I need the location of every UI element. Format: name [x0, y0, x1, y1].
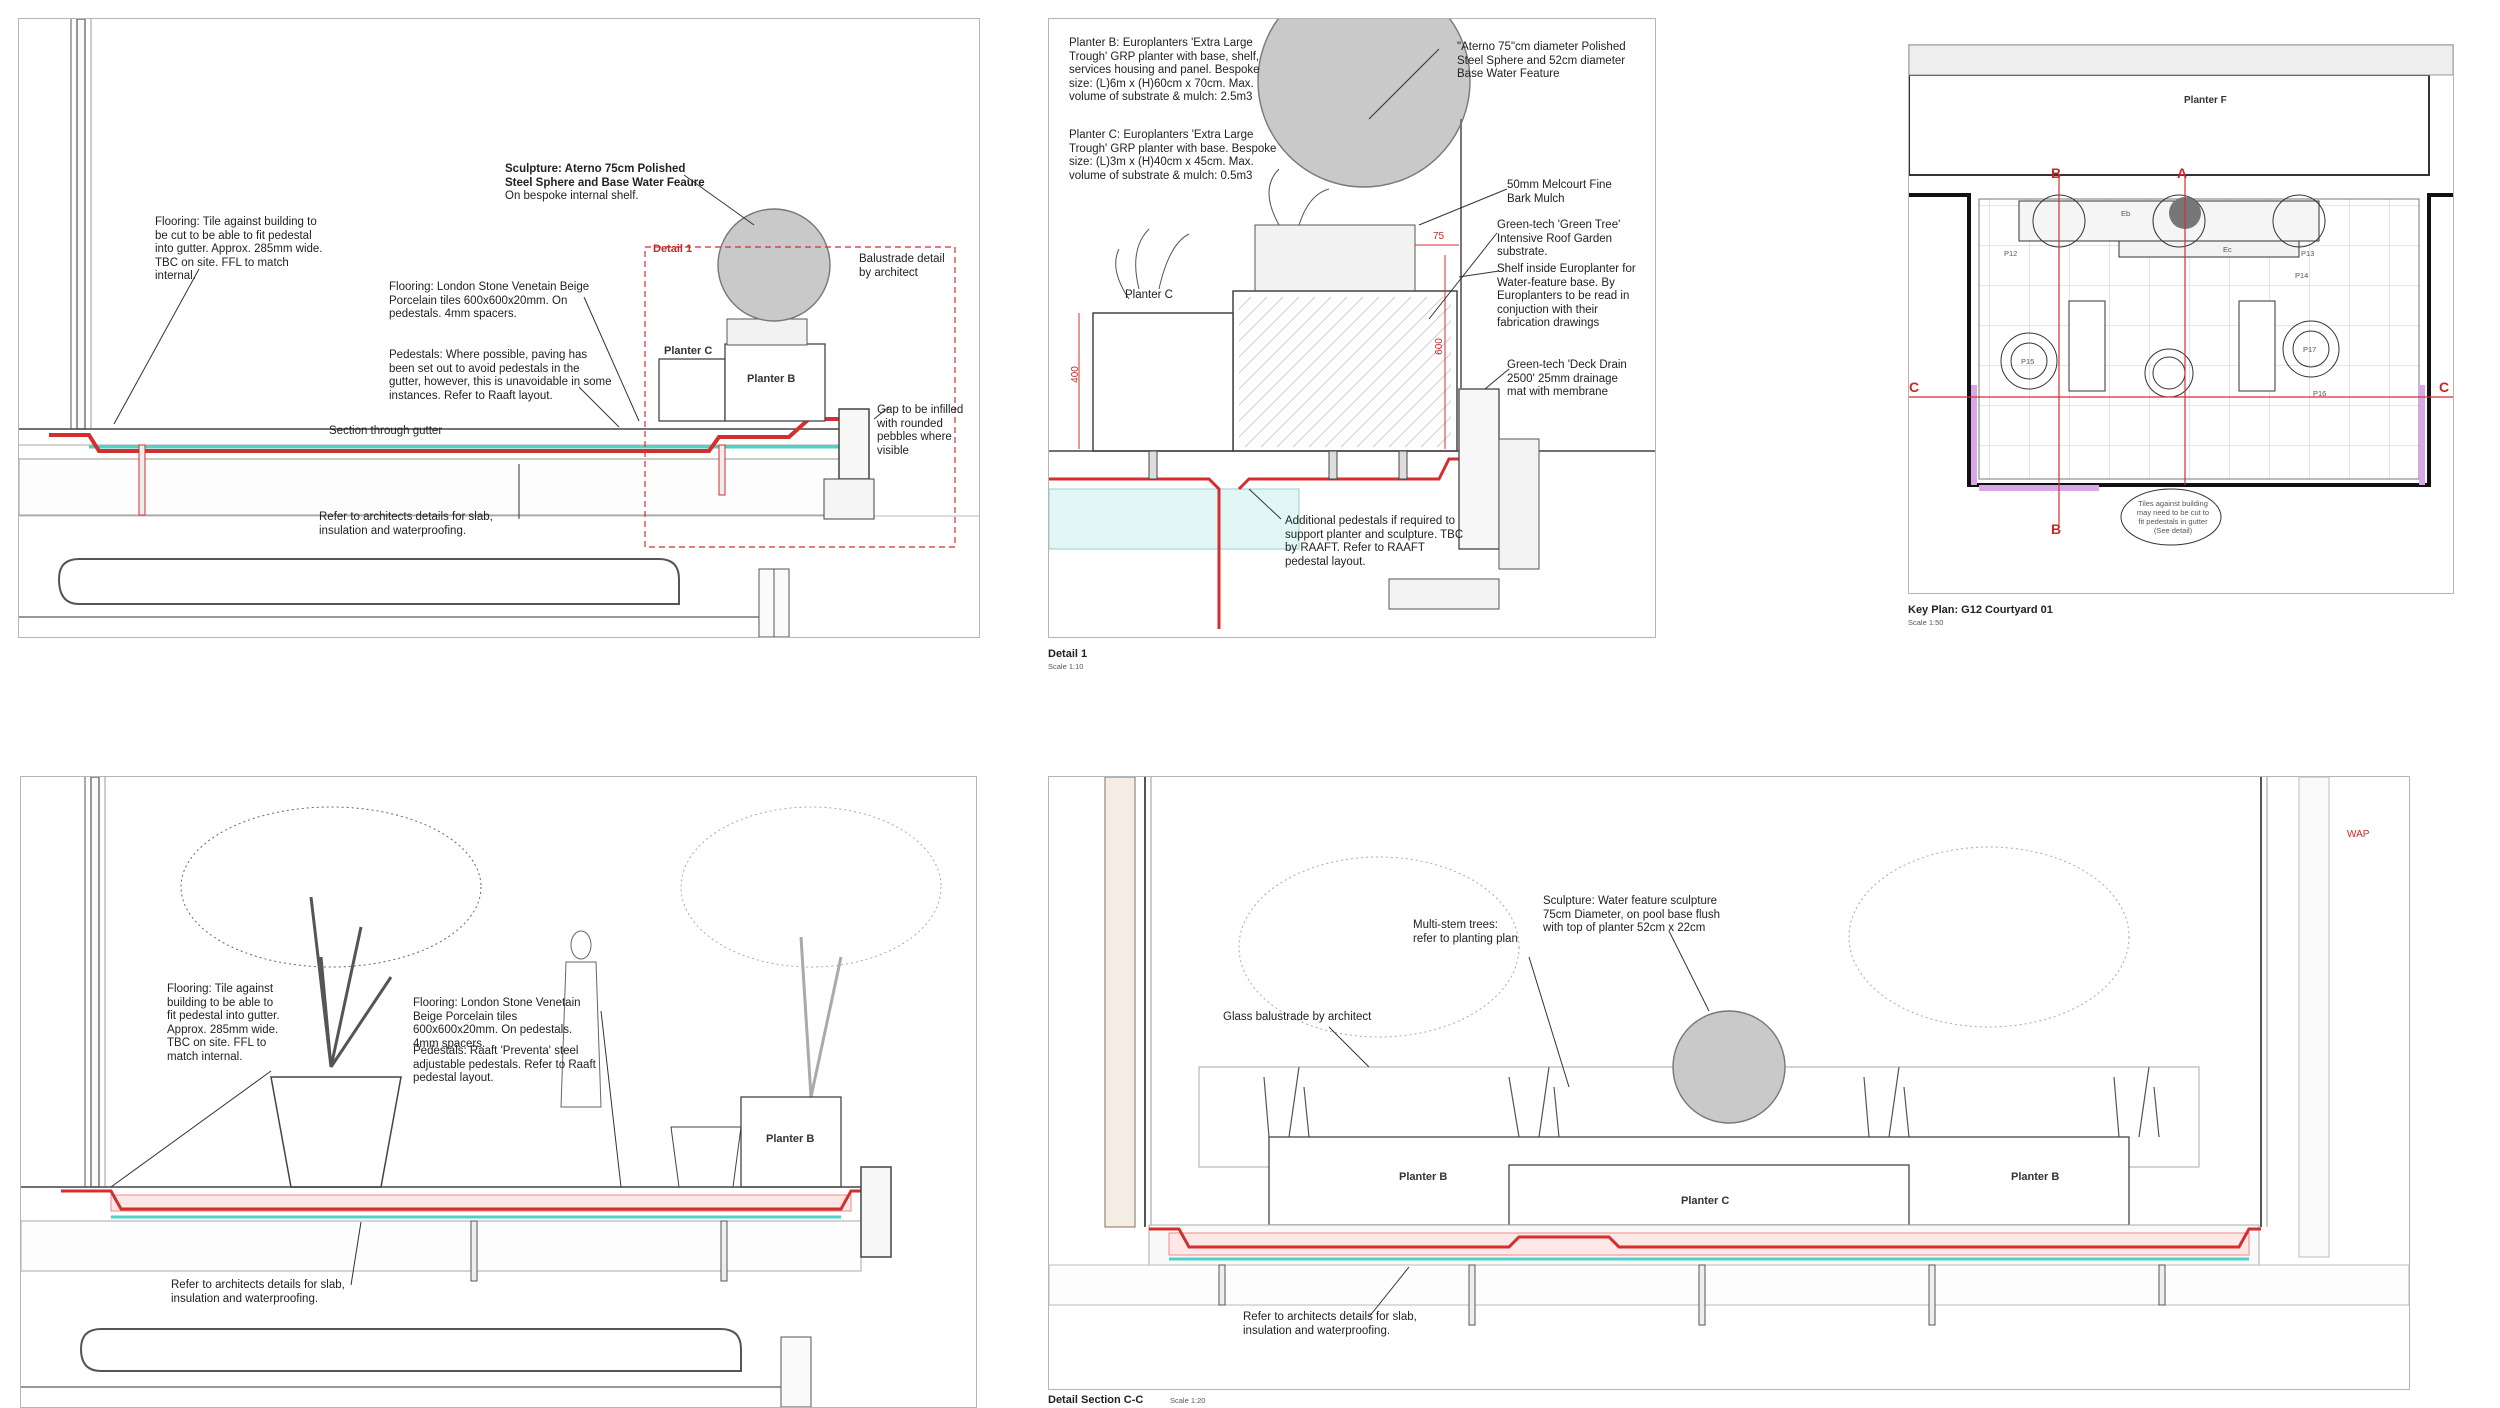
- flooring-london-note: Flooring: London Stone Venetain Beige Po…: [389, 281, 590, 320]
- bl-pedestals-note: Pedestals: Raaft 'Preventa' steel adjust…: [413, 1045, 596, 1084]
- section-cc-drawing: [1049, 777, 2409, 1326]
- cc-glass-note: Glass balustrade by architect: [1223, 1011, 1372, 1023]
- planter-b-label: Planter B: [747, 373, 796, 385]
- section-bottom-drawing: [21, 777, 942, 1407]
- mulch-note: 50mm Melcourt Fine Bark Mulch: [1507, 179, 1612, 205]
- shelf-note: Shelf inside Europlanter for Water-featu…: [1497, 263, 1636, 329]
- detail-planter-c-label: Planter C: [1125, 289, 1173, 301]
- dim-400: 400: [1069, 366, 1081, 383]
- cc-scale: Scale 1:20: [1170, 1396, 1206, 1405]
- bl-planter-b-label: Planter B: [766, 1133, 815, 1145]
- section-bottom-left-panel: Flooring: Tile against building to be ab…: [20, 776, 977, 1408]
- detail-1-title: Detail 1: [1048, 648, 1088, 660]
- aterno-note: "Aterno 75"cm diameter Polished Steel Sp…: [1457, 41, 1626, 80]
- tag-p12: P12: [2004, 249, 2018, 258]
- tag-p15: P15: [2021, 357, 2035, 366]
- dim-75: 75: [1433, 231, 1445, 242]
- refer-note: Refer to architects details for slab, in…: [319, 511, 493, 537]
- section-b-marker-top: B: [2051, 165, 2062, 181]
- planter-f-label: Planter F: [2184, 95, 2227, 106]
- cc-trees-note: Multi-stem trees: refer to planting plan: [1413, 919, 1518, 945]
- detail-1-drawing: [1049, 19, 1655, 629]
- tag-p16: P16: [2313, 389, 2327, 398]
- key-plan-title: Key Plan: G12 Courtyard 01: [1908, 604, 2053, 616]
- deck-drain-note: Green-tech 'Deck Drain 2500' 25mm draina…: [1507, 359, 1627, 398]
- tiles-note: Tiles against building may need to be cu…: [2136, 499, 2210, 535]
- section-a-marker-top: A: [2177, 165, 2188, 181]
- key-plan-drawing: [1909, 45, 2453, 546]
- flooring-tile-note: Flooring: Tile against building to be cu…: [155, 216, 323, 282]
- dim-600: 600: [1433, 338, 1445, 355]
- section-c-marker-left: C: [1909, 379, 1920, 395]
- section-b-marker-bottom: B: [2051, 521, 2062, 537]
- section-through-gutter-panel: Sculpture: Aterno 75cm Polished Steel Sp…: [18, 18, 980, 638]
- cc-planter-b-right: Planter B: [2011, 1171, 2060, 1183]
- key-plan-panel: Planter F B A B C C Eb Ec P12 P13 P14 P1…: [1908, 44, 2454, 594]
- section-cc-panel: Sculpture: Water feature sculpture 75cm …: [1048, 776, 2410, 1390]
- detail-1-label: Detail 1: [653, 243, 693, 255]
- tag-p13: P13: [2301, 249, 2315, 258]
- cc-planter-c: Planter C: [1681, 1195, 1730, 1207]
- gutter-label: Section through gutter: [329, 425, 443, 437]
- gap-note: Gap to be infilled with rounded pebbles …: [877, 404, 964, 457]
- detail-1-scale: Scale 1:10: [1048, 662, 1084, 671]
- bl-flooring-tile-note: Flooring: Tile against building to be ab…: [167, 983, 280, 1063]
- cc-wap-label: WAP: [2347, 829, 2370, 840]
- cc-sculpture-note: Sculpture: Water feature sculpture 75cm …: [1543, 895, 1721, 934]
- sculpture-sub: On bespoke internal shelf.: [505, 190, 639, 202]
- balustrade-note: Balustrade detail by architect: [859, 253, 945, 279]
- pedestals-note: Pedestals: Where possible, paving has be…: [389, 349, 612, 402]
- tag-eb: Eb: [2121, 209, 2131, 218]
- bl-flooring-london-note: Flooring: London Stone Venetain Beige Po…: [413, 997, 581, 1050]
- sculpture-title: Sculpture: Aterno 75cm Polished Steel Sp…: [505, 163, 705, 189]
- planter-c-spec: Planter C: Europlanters 'Extra Large Tro…: [1069, 129, 1277, 182]
- cc-title: Detail Section C-C: [1048, 1394, 1144, 1406]
- section-c-marker-right: C: [2439, 379, 2450, 395]
- bl-refer-note: Refer to architects details for slab, in…: [171, 1279, 345, 1305]
- planter-c-label: Planter C: [664, 345, 713, 357]
- tag-p17: P17: [2303, 345, 2317, 354]
- cc-refer-note: Refer to architects details for slab, in…: [1243, 1311, 1417, 1337]
- detail-1-panel: Planter B: Europlanters 'Extra Large Tro…: [1048, 18, 1656, 638]
- section-drawing: [19, 19, 979, 637]
- cc-planter-b-left: Planter B: [1399, 1171, 1448, 1183]
- greentech-tree-note: Green-tech 'Green Tree' Intensive Roof G…: [1497, 219, 1621, 258]
- planter-b-spec: Planter B: Europlanters 'Extra Large Tro…: [1069, 37, 1260, 103]
- tag-p14: P14: [2295, 271, 2309, 280]
- key-plan-scale: Scale 1:50: [1908, 618, 1944, 627]
- additional-pedestals-note: Additional pedestals if required to supp…: [1285, 515, 1464, 568]
- tag-ec: Ec: [2223, 245, 2232, 254]
- sculpture-note: Sculpture: Aterno 75cm Polished Steel Sp…: [505, 163, 705, 204]
